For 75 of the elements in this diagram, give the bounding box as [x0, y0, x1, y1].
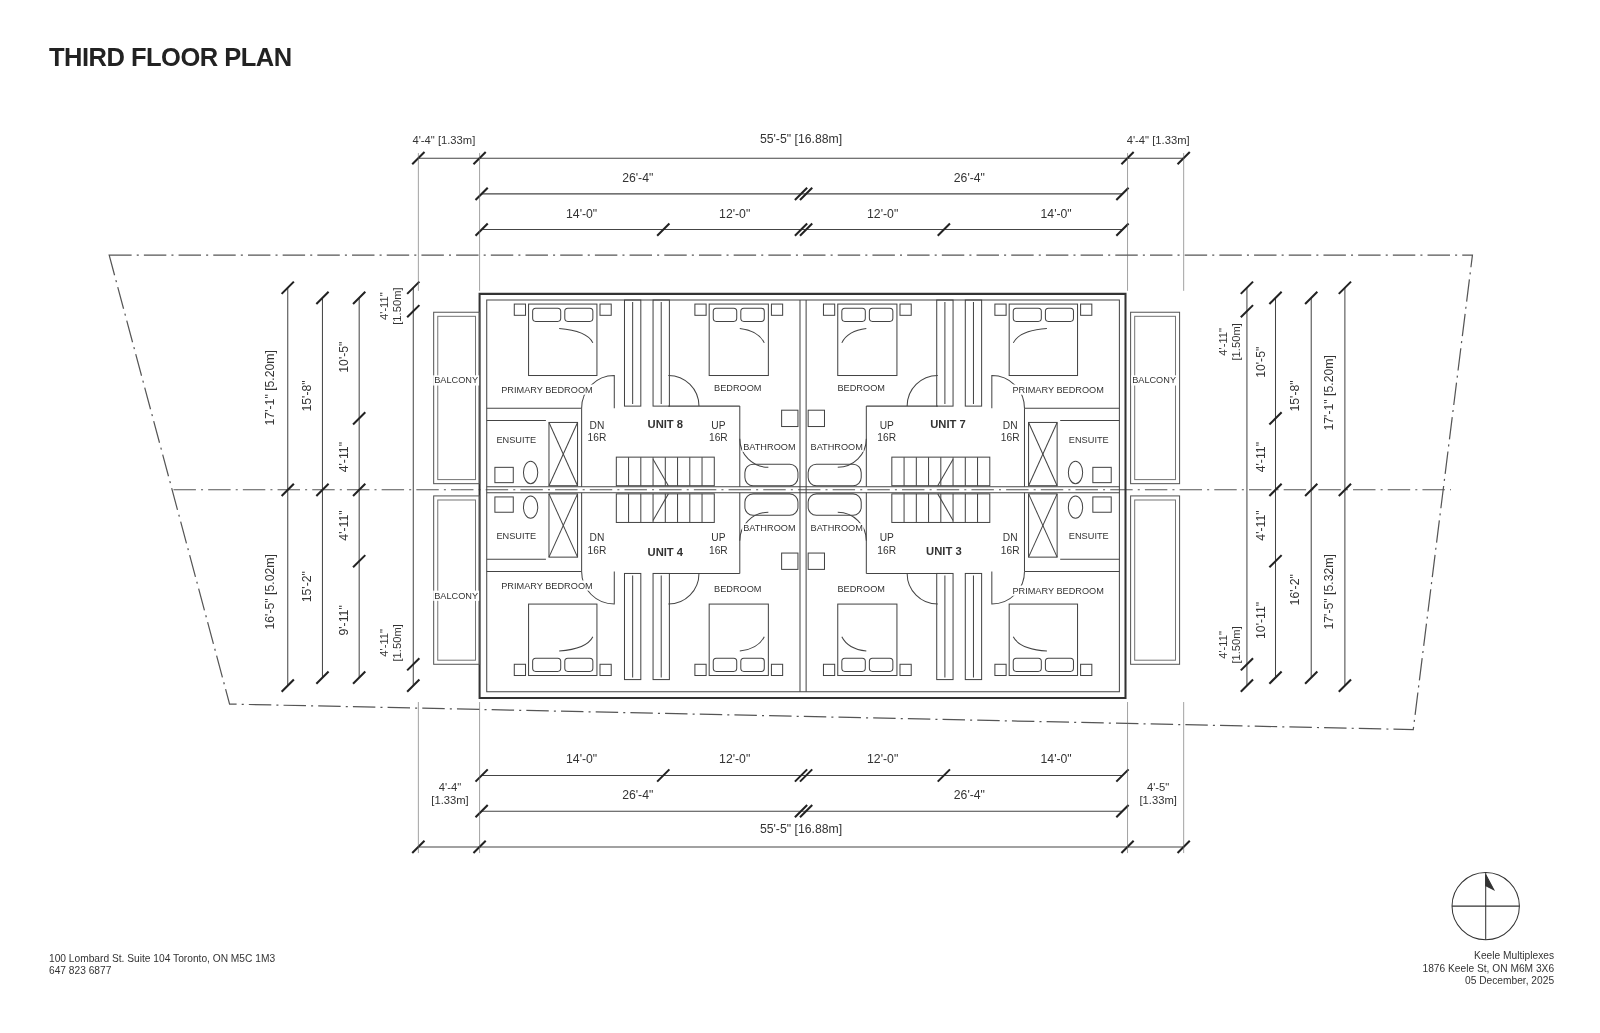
stair-label: UP 16R: [708, 532, 729, 556]
unit-label: UNIT 3: [926, 544, 962, 558]
unit-label: UNIT 7: [930, 418, 966, 431]
dimension-label: 4'-11" [1.50m]: [377, 623, 404, 664]
dimension-label: 4'-11" [1.50m]: [1216, 322, 1243, 363]
dimension-label: 12'-0": [719, 753, 751, 768]
dimension-label: 4'-4" [1.33m]: [412, 133, 476, 147]
dimension-label: 4'-11": [1255, 510, 1270, 541]
plan-title: THIRD FLOOR PLAN: [49, 42, 292, 73]
date-text: 05 December, 2025: [1465, 974, 1555, 987]
stair-label: DN 16R: [586, 532, 608, 556]
dimension-label: 4'-11" [1.50m]: [377, 286, 404, 327]
dimension-label: 12'-0": [867, 753, 899, 768]
room-label: PRIMARY BEDROOM: [500, 384, 594, 396]
dimension-label: 12'-0": [719, 208, 751, 223]
dimension-label: 16'-2": [1288, 574, 1303, 606]
room-label: PRIMARY BEDROOM: [1011, 585, 1105, 597]
dimension-label: 4'-5" [1.33m]: [1138, 780, 1178, 807]
stair-label: DN 16R: [999, 532, 1021, 556]
stair-label: UP 16R: [876, 532, 898, 556]
address-text: 1876 Keele St, ON M6M 3X6: [1422, 962, 1555, 975]
dimension-label: 4'-4" [1.33m]: [430, 780, 470, 807]
dimension-label: 26'-4": [953, 171, 985, 186]
room-label: ENSUITE: [495, 434, 538, 446]
room-label: BALCONY: [433, 590, 480, 602]
room-label: PRIMARY BEDROOM: [1011, 384, 1105, 396]
dimension-label: 4'-11": [1255, 442, 1270, 473]
dimension-label: 15'-8": [1288, 380, 1303, 412]
dimension-label: 14'-0": [566, 208, 598, 223]
dimension-label: 17'-1" [5.20m]: [1322, 355, 1337, 431]
room-label: ENSUITE: [495, 530, 538, 541]
room-label: BATHROOM: [742, 523, 797, 534]
dimension-label: 17'-5" [5.32m]: [1322, 554, 1337, 630]
room-label: BALCONY: [433, 375, 480, 386]
dimension-label: 14'-0": [566, 753, 598, 768]
dimension-label: 10'-5": [337, 341, 352, 373]
room-label: PRIMARY BEDROOM: [500, 580, 594, 591]
dimension-label: 14'-0": [1040, 208, 1072, 223]
dimension-label: 26'-4": [622, 171, 654, 186]
dimension-label: 15'-8": [301, 380, 316, 412]
stair-label: DN 16R: [999, 419, 1021, 444]
room-label: BATHROOM: [809, 523, 864, 534]
dimension-label: 10'-5": [1255, 346, 1270, 378]
stair-label: UP 16R: [876, 419, 898, 444]
unit-label: UNIT 4: [647, 545, 684, 559]
room-label: BATHROOM: [809, 441, 864, 453]
room-label: BEDROOM: [713, 583, 763, 595]
dimension-label: 16'-5" [5.02m]: [263, 554, 278, 630]
dimension-label: 26'-4": [622, 788, 654, 803]
dimension-label: 15'-2": [301, 571, 316, 603]
unit-label: UNIT 8: [647, 418, 684, 431]
dimension-label: 12'-0": [867, 208, 899, 223]
dimension-label: 4'-4" [1.33m]: [1126, 133, 1190, 147]
dimension-label: 14'-0": [1040, 753, 1072, 768]
dimension-label: 26'-4": [953, 788, 985, 803]
room-label: BATHROOM: [742, 441, 797, 453]
room-label: BALCONY: [1131, 375, 1178, 386]
dimension-label: 55'-5" [16.88m]: [759, 822, 843, 837]
room-label: BEDROOM: [836, 583, 886, 595]
dimension-label: 4'-11": [337, 510, 352, 541]
address-text: 100 Lombard St. Suite 104 Toronto, ON M5C 1M3: [49, 953, 276, 966]
dimension-label: 10'-11": [1255, 601, 1270, 639]
dimension-label: 17'-1" [5.20m]: [263, 350, 278, 426]
room-label: BEDROOM: [836, 382, 886, 394]
stair-label: UP 16R: [708, 419, 729, 444]
dimension-label: 55'-5" [16.88m]: [759, 132, 843, 147]
phone-number: 647 823 6877: [49, 964, 112, 977]
dimension-label: 9'-11": [337, 605, 352, 636]
room-label: BEDROOM: [713, 382, 763, 394]
room-label: ENSUITE: [1067, 530, 1110, 541]
stair-label: DN 16R: [586, 419, 608, 444]
dimension-label: 4'-11": [337, 442, 352, 473]
room-label: ENSUITE: [1067, 434, 1110, 446]
project-name: Keele Multiplexes: [1474, 950, 1555, 962]
dimension-label: 4'-11" [1.50m]: [1216, 625, 1243, 666]
